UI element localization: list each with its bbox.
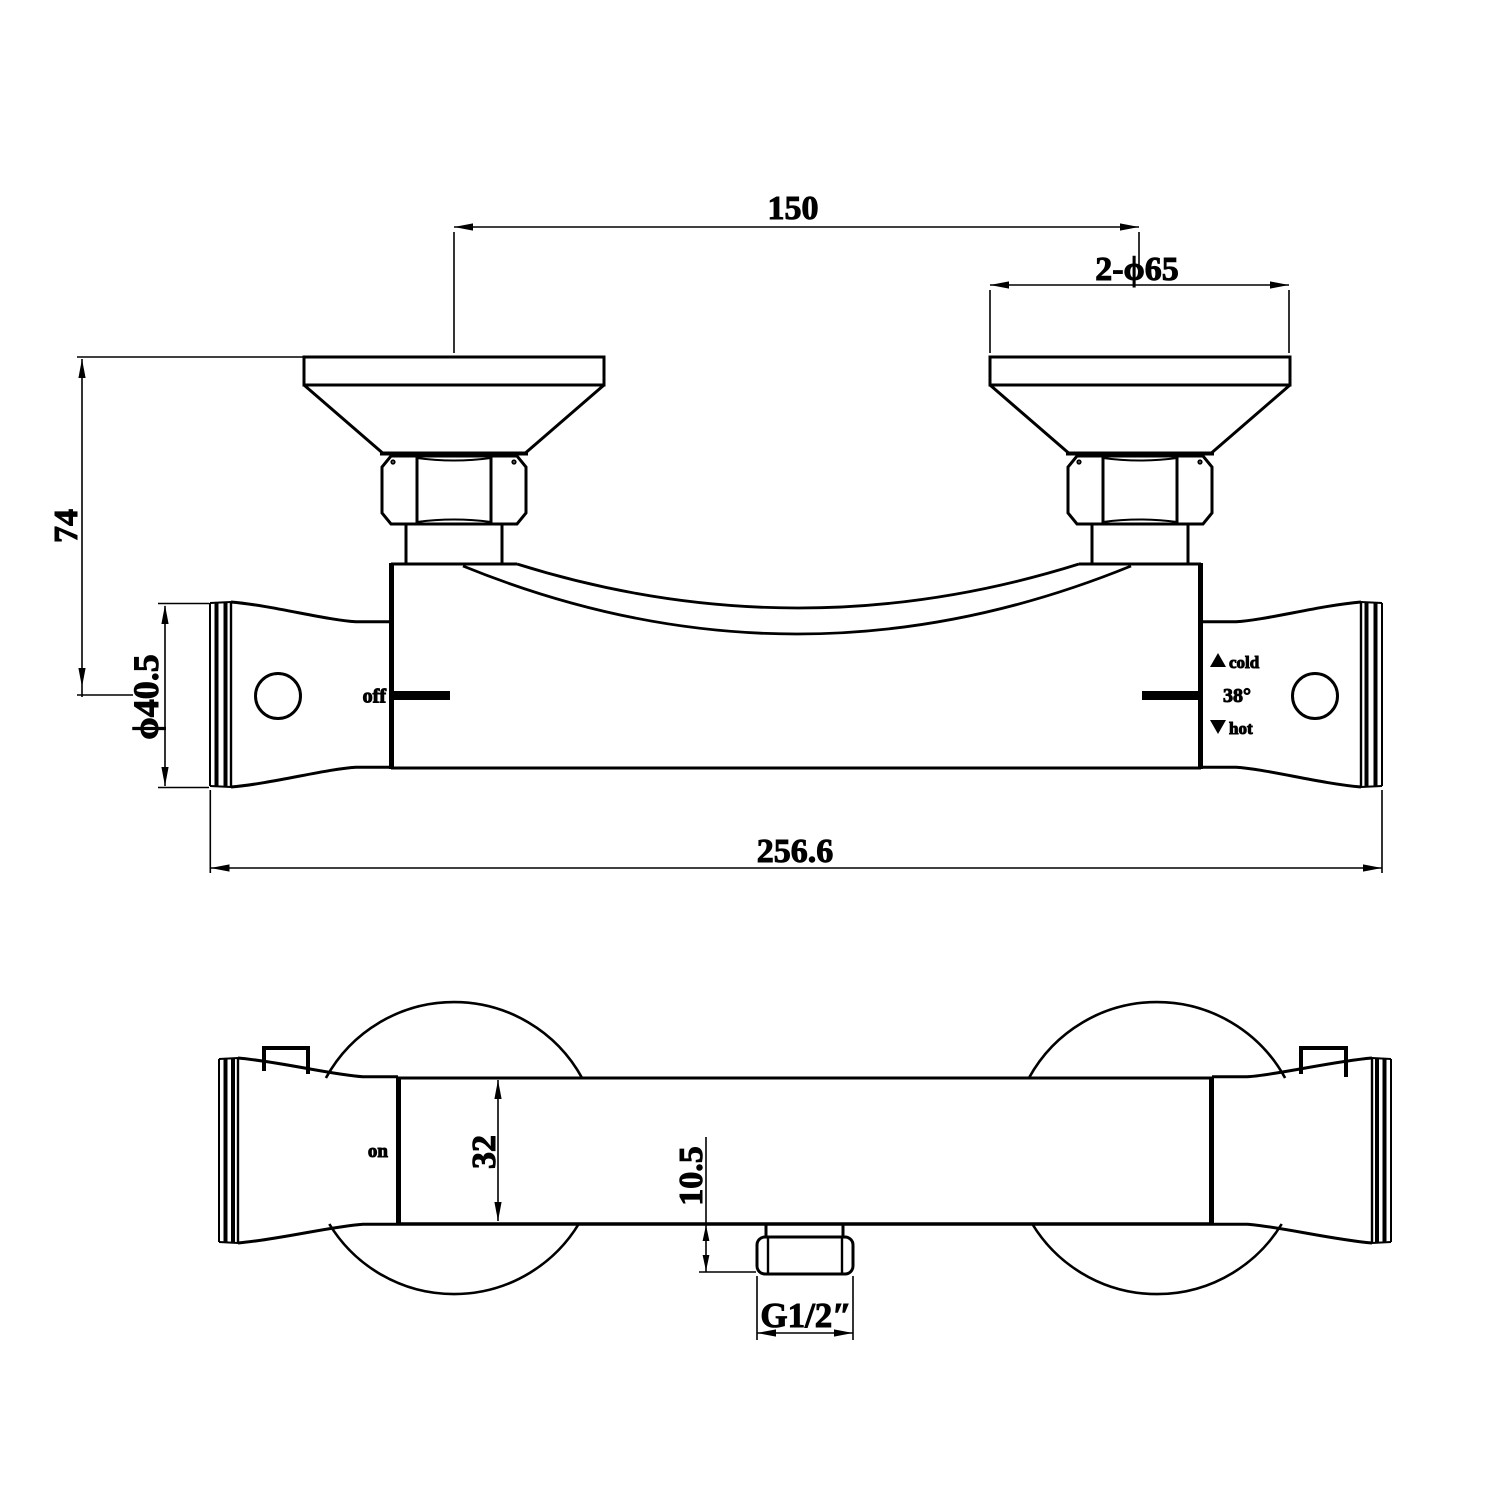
- svg-text:G1/2″: G1/2″: [760, 1296, 851, 1335]
- svg-text:74: 74: [48, 509, 85, 543]
- svg-text:2-ϕ65: 2-ϕ65: [1095, 251, 1179, 288]
- svg-text:cold: cold: [1229, 653, 1260, 672]
- svg-text:10.5: 10.5: [673, 1146, 710, 1206]
- svg-text:hot: hot: [1229, 719, 1253, 738]
- svg-text:off: off: [363, 686, 387, 708]
- svg-text:38°: 38°: [1223, 685, 1251, 707]
- svg-text:256.6: 256.6: [757, 833, 834, 870]
- svg-text:on: on: [368, 1141, 389, 1162]
- svg-text:ϕ40.5: ϕ40.5: [126, 654, 166, 739]
- svg-text:32: 32: [466, 1135, 503, 1169]
- svg-text:150: 150: [768, 190, 819, 227]
